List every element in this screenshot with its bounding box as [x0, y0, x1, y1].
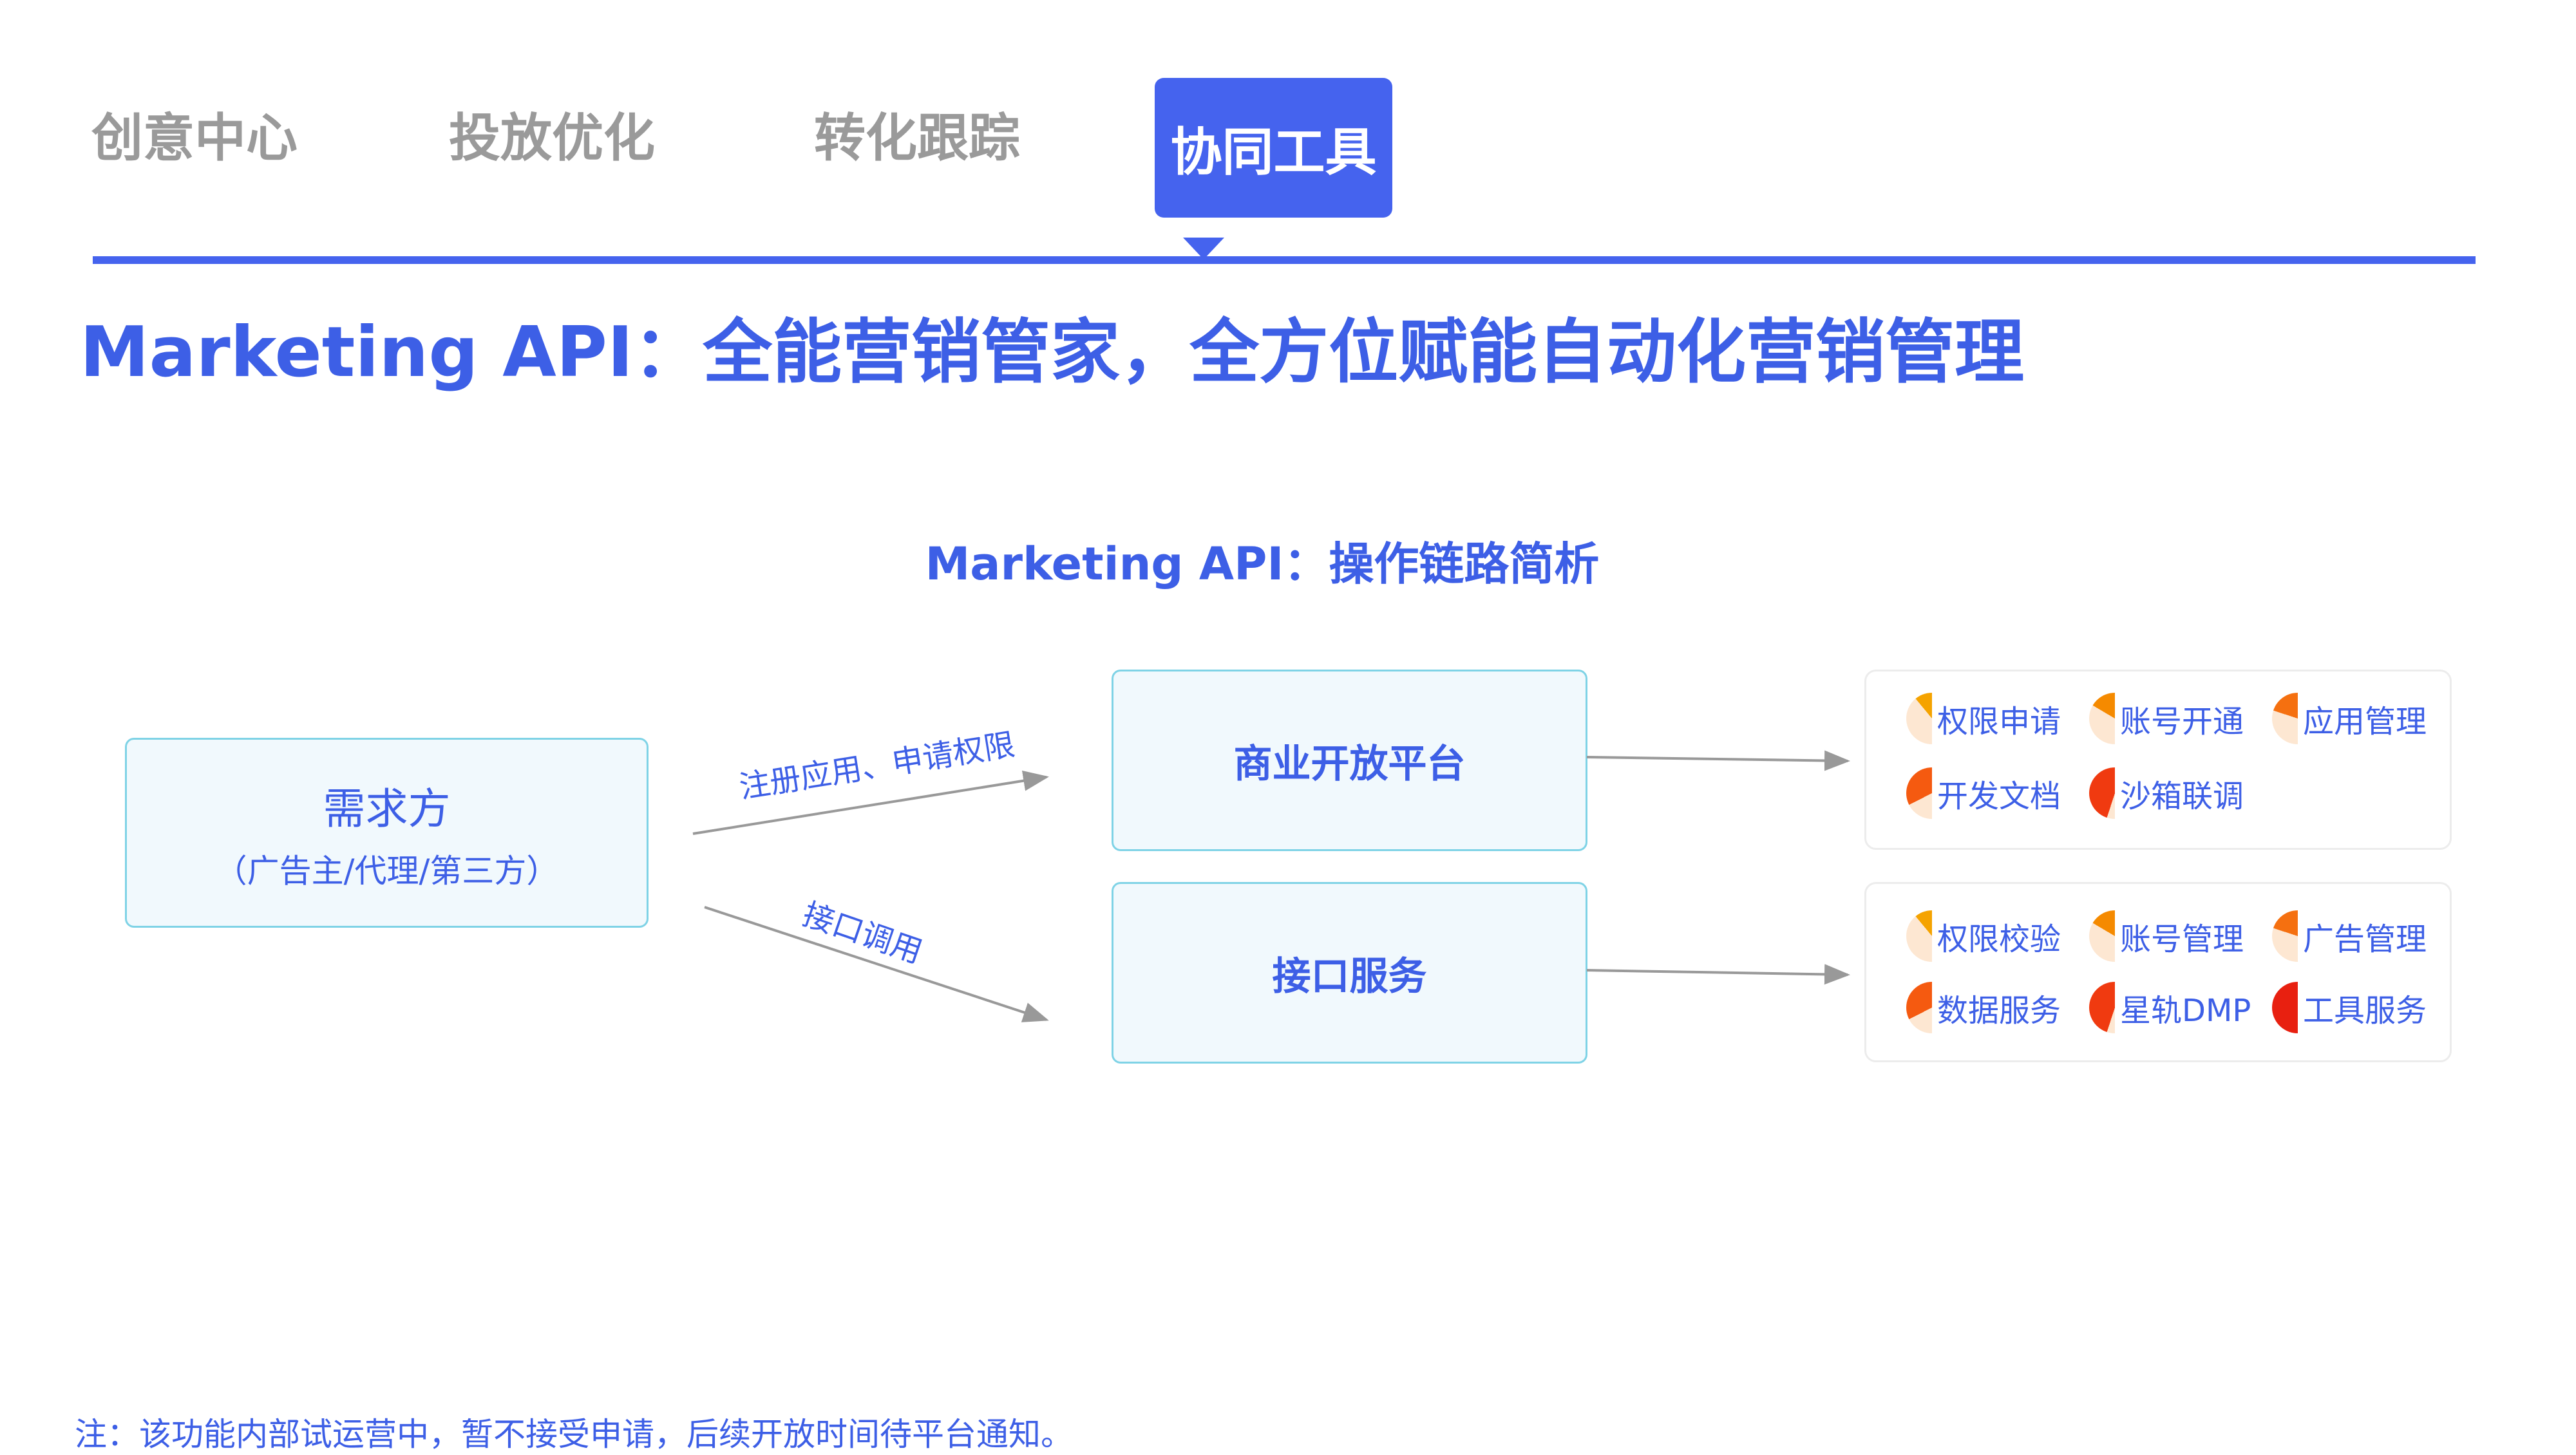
- edge-service-items: [1586, 964, 1850, 985]
- progress-pie-icon: [1906, 693, 1932, 744]
- feature-item: 数据服务: [1906, 982, 2061, 1033]
- tab-delivery-optimization[interactable]: 投放优化: [449, 108, 655, 168]
- progress-pie-icon: [2089, 982, 2115, 1033]
- platform-node: 商业开放平台: [1112, 670, 1587, 851]
- diagram-title: Marketing API：操作链路简析: [925, 538, 1600, 590]
- edge-platform-items: [1586, 750, 1850, 771]
- feature-item: 星轨DMP: [2089, 982, 2251, 1033]
- progress-pie-icon: [2272, 982, 2298, 1033]
- feature-label: 权限申请: [1937, 704, 2061, 740]
- active-tab-pointer: [1183, 238, 1224, 259]
- service-label: 接口服务: [1272, 953, 1427, 999]
- progress-pie-icon: [1906, 910, 1932, 962]
- feature-label: 沙箱联调: [2120, 778, 2244, 814]
- feature-item: 沙箱联调: [2089, 767, 2244, 819]
- progress-pie-icon: [1906, 767, 1932, 819]
- source-node: 需求方 （广告主/代理/第三方）: [125, 738, 649, 928]
- progress-pie-icon: [2089, 693, 2115, 744]
- feature-label: 数据服务: [1937, 993, 2061, 1029]
- source-sublabel: （广告主/代理/第三方）: [214, 852, 559, 890]
- feature-item: 账号开通: [2089, 693, 2244, 744]
- tab-underline: [93, 256, 2476, 264]
- feature-item: 广告管理: [2272, 910, 2427, 962]
- feature-label: 账号开通: [2120, 704, 2244, 740]
- feature-label: 权限校验: [1937, 921, 2061, 957]
- feature-item: 权限申请: [1906, 693, 2061, 744]
- progress-pie-icon: [1906, 982, 1932, 1033]
- feature-item: 开发文档: [1906, 767, 2061, 819]
- feature-label: 账号管理: [2120, 921, 2244, 957]
- feature-label: 广告管理: [2303, 921, 2427, 957]
- tab-creative-center[interactable]: 创意中心: [91, 108, 298, 168]
- tab-conversion-tracking[interactable]: 转化跟踪: [814, 108, 1020, 168]
- edge-source-platform: [692, 770, 1049, 835]
- service-items-panel: [1864, 882, 2452, 1062]
- feature-item: 工具服务: [2272, 982, 2427, 1033]
- platform-items-panel: [1864, 670, 2452, 850]
- progress-pie-icon: [2272, 910, 2298, 962]
- tab-collaboration-tools[interactable]: 协同工具: [1155, 78, 1392, 218]
- feature-label: 开发文档: [1937, 778, 2061, 814]
- feature-label: 星轨DMP: [2120, 993, 2251, 1029]
- page-title: Marketing API：全能营销管家，全方位赋能自动化营销管理: [80, 312, 2025, 393]
- feature-item: 应用管理: [2272, 693, 2427, 744]
- feature-label: 应用管理: [2303, 704, 2427, 740]
- service-node: 接口服务: [1112, 882, 1587, 1064]
- feature-item: 权限校验: [1906, 910, 2061, 962]
- footnote: 注：该功能内部试运营中，暂不接受申请，后续开放时间待平台通知。: [75, 1416, 1073, 1453]
- source-label: 需求方: [323, 784, 451, 834]
- progress-pie-icon: [2089, 767, 2115, 819]
- progress-pie-icon: [2272, 693, 2298, 744]
- feature-label: 工具服务: [2303, 993, 2427, 1029]
- edge-source-service: [704, 906, 1049, 1022]
- feature-item: 账号管理: [2089, 910, 2244, 962]
- platform-label: 商业开放平台: [1233, 741, 1466, 787]
- progress-pie-icon: [2089, 910, 2115, 962]
